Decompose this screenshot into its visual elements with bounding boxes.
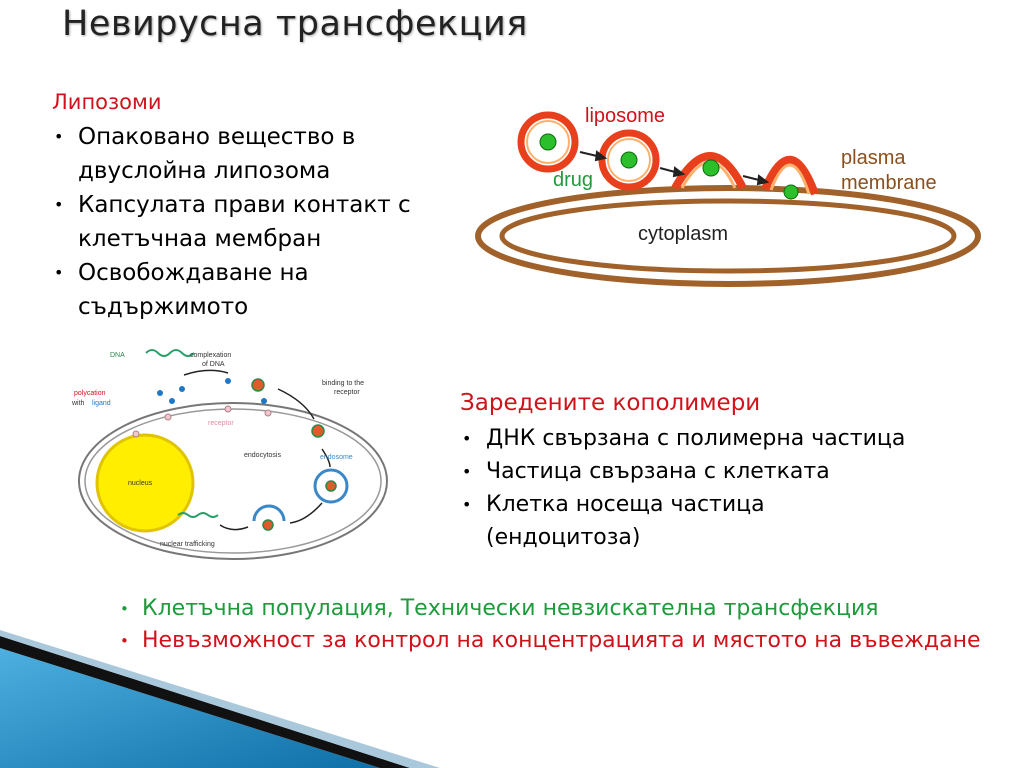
bullet-glyph: • [120, 600, 129, 618]
bullet-glyph: • [462, 429, 472, 448]
label-liposome: liposome [585, 105, 665, 127]
label-receptor: receptor [208, 420, 234, 427]
label-with: with [71, 400, 85, 407]
liposome-1-inner [526, 120, 570, 164]
dna-coil [145, 349, 195, 357]
slide-title: Невирусна трансфекция [62, 4, 528, 44]
arrow-1 [579, 151, 598, 157]
nucleus [95, 433, 195, 533]
polymer-transfection-diagram: DNA complexation of DNA polycation with … [71, 349, 388, 560]
dna-complex [325, 480, 337, 492]
dna-complex [262, 519, 274, 531]
cell-inner [84, 408, 382, 554]
polycation-dot [169, 398, 175, 404]
drug-particle-3 [702, 159, 720, 177]
liposomes-heading: Липозоми [52, 90, 162, 114]
label-cytoplasm: cytoplasm [638, 223, 728, 245]
endosome-open [252, 504, 286, 522]
endosome [313, 468, 349, 504]
arrow-binding [277, 388, 315, 420]
copolymers-heading: Заредените кополимери [460, 390, 761, 416]
receptor-dot [224, 405, 232, 413]
liposome-fusing-1 [671, 152, 747, 190]
bullet-text: Клетъчна популация, Технически невзискат… [142, 596, 879, 621]
label-binding-1: binding to the [322, 380, 364, 387]
liposome-fusing-2-inner [769, 163, 811, 195]
label-dna: DNA [110, 352, 125, 359]
receptor-dot [164, 413, 172, 421]
copolymers-bullet-1: • ДНК свързана с полимерна частица [462, 422, 912, 455]
liposome-diagram: liposome drug plasma membrane cytoplasm [475, 105, 981, 287]
arrow-endocytosis [321, 448, 331, 468]
cell-outer-membrane [475, 185, 981, 287]
liposome-fusing-2 [761, 155, 819, 196]
receptor-dot [132, 430, 140, 438]
drug-particle-4 [783, 184, 799, 200]
polycation-dot [261, 398, 267, 404]
bullet-glyph: • [120, 632, 129, 650]
label-drug: drug [553, 169, 593, 191]
polycation-dot [179, 386, 185, 392]
bullet-text: ДНК свързана с полимерна частица [486, 426, 906, 451]
liposome-2-inner [607, 138, 651, 182]
bullet-glyph: • [462, 462, 472, 481]
arrow-2 [659, 167, 676, 173]
bullet-text: Освобождаване на съдържимото [78, 260, 309, 320]
bullet-text: Капсулата прави контакт с клетъчнаа мемб… [78, 192, 411, 252]
receptor-dot [264, 409, 272, 417]
bullet-glyph: • [462, 495, 472, 514]
label-endocytosis: endocytosis [244, 452, 281, 459]
label-nucleus: nucleus [128, 480, 153, 487]
arrow-nuclear-trafficking [219, 524, 249, 531]
corner-light-stripe [0, 630, 440, 768]
summary-bullet-red: • Невъзможност за контрол на концентрация… [120, 625, 1022, 657]
polycation-dot [225, 378, 231, 384]
label-plasma: plasma [841, 147, 906, 169]
bullet-text: Невъзможност за контрол на концентрацият… [142, 628, 981, 653]
copolymers-bullet-3: • Клетка носеща частица (ендоцитоза) [462, 488, 912, 554]
label-nuclear-trafficking: nuclear trafficking [160, 541, 215, 548]
summary-bullet-list: • Клетъчна популация, Технически невзиска… [120, 593, 1022, 657]
label-polycation: polycation [74, 390, 106, 397]
arrowhead-3 [756, 174, 770, 186]
bullet-glyph: • [54, 195, 64, 214]
cell-inner-membrane [499, 198, 957, 274]
label-complexation-1: complexation [190, 352, 231, 359]
bullet-text: Частица свързана с клетката [486, 459, 830, 484]
bullet-text: Клетка носеща частица (ендоцитоза) [486, 492, 765, 550]
polycation-dot [157, 390, 163, 396]
drug-particle-2 [620, 151, 638, 169]
arrow-complexation [183, 369, 229, 376]
liposomes-bullet-list: • Опаковано вещество в двуслойна липозома… [54, 120, 444, 324]
label-complexation-2: of DNA [202, 361, 225, 368]
liposomes-bullet-1: • Опаковано вещество в двуслойна липозома [54, 120, 444, 188]
bullet-glyph: • [54, 263, 64, 282]
dna-complex [311, 424, 325, 438]
drug-particle-1 [539, 133, 557, 151]
liposomes-bullet-3: • Освобождаване на съдържимото [54, 256, 444, 324]
arrowhead-1 [594, 150, 608, 162]
bullet-glyph: • [54, 127, 64, 146]
arrowhead-2 [672, 166, 686, 178]
label-ligand: ligand [92, 400, 111, 407]
dna-to-nucleus [177, 512, 219, 518]
arrow-endosome [289, 502, 323, 524]
bullet-text: Опаковано вещество в двуслойна липозома [78, 124, 356, 184]
label-binding-2: receptor [334, 389, 360, 396]
arrow-3 [742, 175, 760, 181]
copolymers-bullet-2: • Частица свързана с клетката [462, 455, 912, 488]
copolymers-bullet-list: • ДНК свързана с полимерна частица • Части… [462, 422, 912, 554]
summary-bullet-green: • Клетъчна популация, Технически невзиска… [120, 593, 1022, 625]
liposomes-bullet-2: • Капсулата прави контакт с клетъчнаа мем… [54, 188, 444, 256]
dna-complex [251, 378, 265, 392]
label-membrane: membrane [841, 172, 937, 194]
label-endosome: endosome [320, 454, 353, 461]
